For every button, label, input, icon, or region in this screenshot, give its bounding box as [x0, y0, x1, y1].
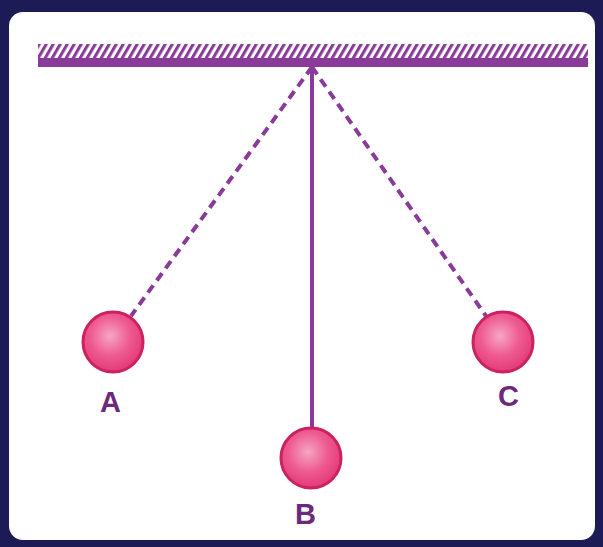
position-label: B — [295, 500, 316, 529]
bob-a — [83, 312, 143, 372]
bob-c — [473, 312, 533, 372]
bob-b — [281, 428, 341, 488]
position-label: C — [498, 382, 519, 411]
panel — [9, 12, 595, 540]
string-b — [310, 67, 314, 428]
position-label: A — [100, 388, 121, 417]
ceiling — [38, 58, 588, 67]
string-a — [131, 67, 312, 316]
string-c — [312, 67, 486, 316]
ceiling-hatch — [38, 44, 588, 58]
